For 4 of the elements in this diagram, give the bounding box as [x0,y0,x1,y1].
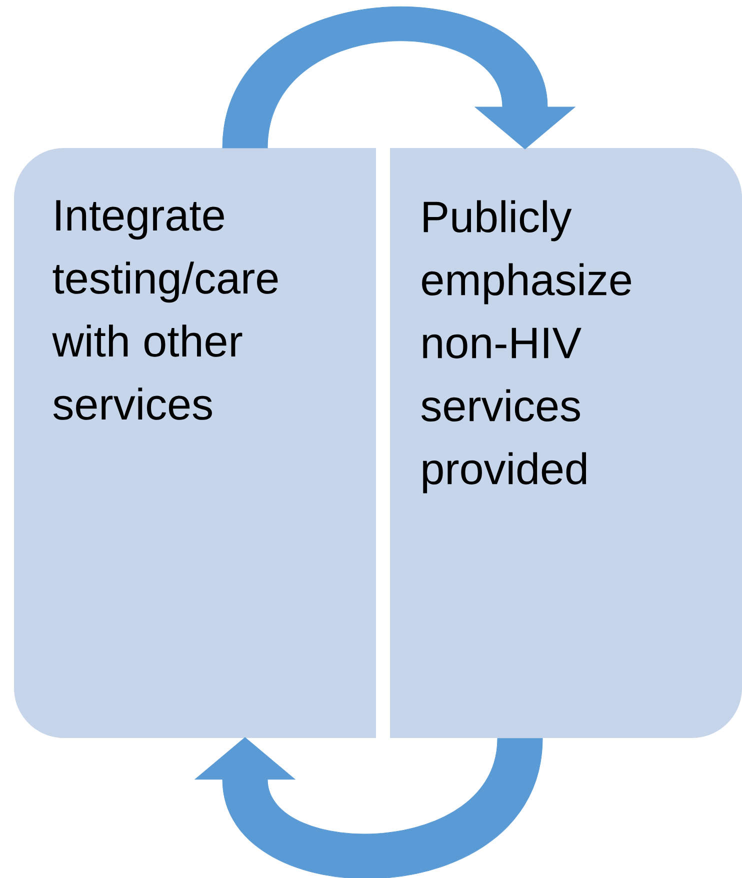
arrow [222,6,576,150]
arrow [194,737,543,878]
text-box: Publicly emphasize non-HIV services provided [390,148,742,738]
text-box: Integrate testing/care with other services [14,148,376,738]
